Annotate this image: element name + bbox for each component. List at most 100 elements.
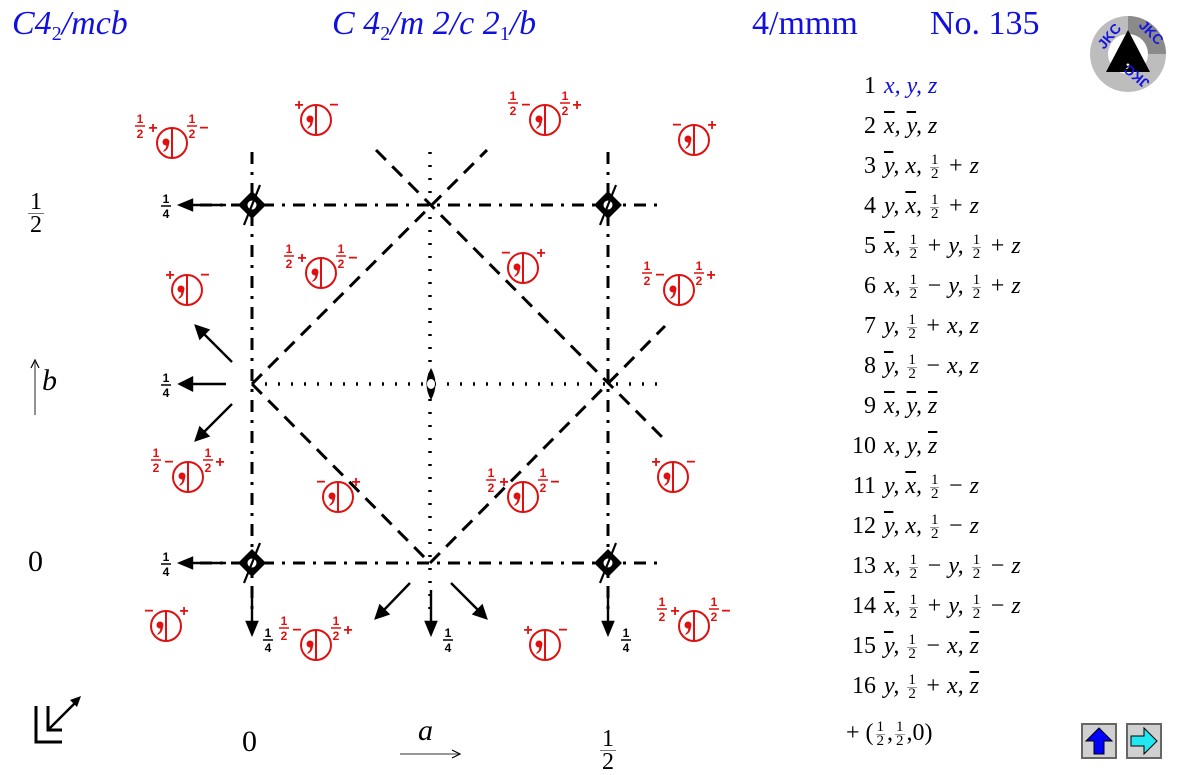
symbol-lead: C4 bbox=[12, 5, 52, 42]
svg-text:+: + bbox=[148, 120, 157, 137]
svg-text:+: + bbox=[499, 474, 508, 491]
centering-prefix: + ( bbox=[846, 720, 874, 746]
operation-number: 11 bbox=[852, 473, 876, 499]
svg-text:1: 1 bbox=[659, 595, 666, 609]
space-group-number: No. 135 bbox=[930, 5, 1040, 42]
general-position-icon: 12−12+ bbox=[279, 614, 353, 661]
general-position-icon: 12−12+ bbox=[508, 89, 582, 136]
svg-text:−: − bbox=[316, 474, 325, 491]
svg-text:1: 1 bbox=[338, 242, 345, 256]
svg-text:4: 4 bbox=[163, 386, 170, 400]
operation-expression: x, y, z bbox=[884, 433, 938, 459]
svg-text:+: + bbox=[351, 474, 360, 491]
svg-text:1: 1 bbox=[163, 550, 170, 564]
operation-number: 2 bbox=[864, 113, 876, 139]
operation-number: 9 bbox=[864, 393, 876, 419]
svg-text:1: 1 bbox=[286, 242, 293, 256]
svg-text:1: 1 bbox=[137, 112, 144, 126]
svg-text:2: 2 bbox=[488, 481, 495, 495]
svg-text:−: − bbox=[200, 267, 209, 284]
svg-text:−: − bbox=[501, 245, 510, 262]
svg-text:−: − bbox=[292, 622, 301, 639]
jkc-logo-icon[interactable]: , JKC JKC JKC bbox=[1088, 14, 1168, 94]
symbol-part: /m 2/c 2 bbox=[390, 5, 500, 42]
general-position-icon: +− bbox=[651, 454, 696, 493]
svg-text:−: − bbox=[164, 454, 173, 471]
svg-text:1: 1 bbox=[696, 259, 703, 273]
svg-text:1: 1 bbox=[445, 626, 452, 640]
general-position-icon: −+ bbox=[501, 245, 546, 284]
two-fold-axis-icon bbox=[426, 368, 436, 400]
svg-text:+: + bbox=[294, 97, 303, 114]
general-position-icon: −+ bbox=[316, 474, 361, 513]
svg-text:1: 1 bbox=[333, 614, 340, 628]
svg-text:2: 2 bbox=[510, 104, 517, 118]
svg-text:1: 1 bbox=[163, 371, 170, 385]
svg-text:2: 2 bbox=[137, 127, 144, 141]
svg-text:2: 2 bbox=[286, 257, 293, 271]
general-position-icon: +− bbox=[523, 622, 568, 661]
point-group-label: 4/mmm bbox=[752, 5, 858, 42]
svg-text:1: 1 bbox=[488, 466, 495, 480]
operation-number: 16 bbox=[852, 673, 876, 699]
svg-text:4: 4 bbox=[163, 565, 170, 579]
svg-text:2: 2 bbox=[153, 461, 160, 475]
svg-text:+: + bbox=[297, 250, 306, 267]
svg-text:2: 2 bbox=[711, 610, 718, 624]
a-axis-arrow bbox=[400, 749, 462, 759]
svg-text:−: − bbox=[672, 117, 681, 134]
nav-next-button[interactable] bbox=[1126, 723, 1162, 759]
svg-text:+: + bbox=[523, 622, 532, 639]
general-position-icon: −+ bbox=[144, 603, 189, 642]
up-arrow-icon bbox=[1084, 727, 1114, 755]
svg-text:2: 2 bbox=[205, 461, 212, 475]
general-position-icon: 12+12− bbox=[657, 595, 731, 642]
svg-text:+: + bbox=[343, 622, 352, 639]
dashed-diagonal bbox=[250, 382, 432, 565]
svg-text:+: + bbox=[572, 97, 581, 114]
dashed-diagonal bbox=[428, 324, 667, 565]
svg-text:−: − bbox=[550, 474, 559, 491]
svg-text:−: − bbox=[655, 267, 664, 284]
quarter-labels: 14 14 14 14 14 14 bbox=[161, 192, 631, 655]
y-tick-zero: 0 bbox=[28, 545, 43, 578]
svg-text:1: 1 bbox=[189, 112, 196, 126]
general-position-icon: 12+12− bbox=[284, 242, 358, 289]
dashed-diagonal bbox=[374, 148, 667, 442]
svg-text:,: , bbox=[1125, 46, 1131, 71]
svg-text:1: 1 bbox=[623, 626, 630, 640]
operation-number: 10 bbox=[852, 433, 876, 459]
symbol-part: C 4 bbox=[332, 5, 381, 42]
svg-text:4: 4 bbox=[265, 641, 272, 655]
svg-text:+: + bbox=[707, 117, 716, 134]
svg-text:1: 1 bbox=[163, 192, 170, 206]
axes-icon bbox=[34, 701, 77, 744]
b-axis-label: b bbox=[42, 364, 57, 397]
nav-up-button[interactable] bbox=[1081, 723, 1117, 759]
operation-number: 12 bbox=[852, 513, 876, 539]
svg-text:4: 4 bbox=[445, 641, 452, 655]
svg-text:−: − bbox=[329, 97, 338, 114]
operation-number: 7 bbox=[864, 313, 876, 339]
in-plane-axes bbox=[176, 198, 615, 638]
axes-icon-arrowhead bbox=[70, 696, 81, 707]
point-group: 4/mmm bbox=[752, 4, 858, 44]
svg-text:2: 2 bbox=[562, 104, 569, 118]
svg-text:1: 1 bbox=[265, 626, 272, 640]
svg-text:−: − bbox=[521, 97, 530, 114]
svg-text:2: 2 bbox=[644, 274, 651, 288]
